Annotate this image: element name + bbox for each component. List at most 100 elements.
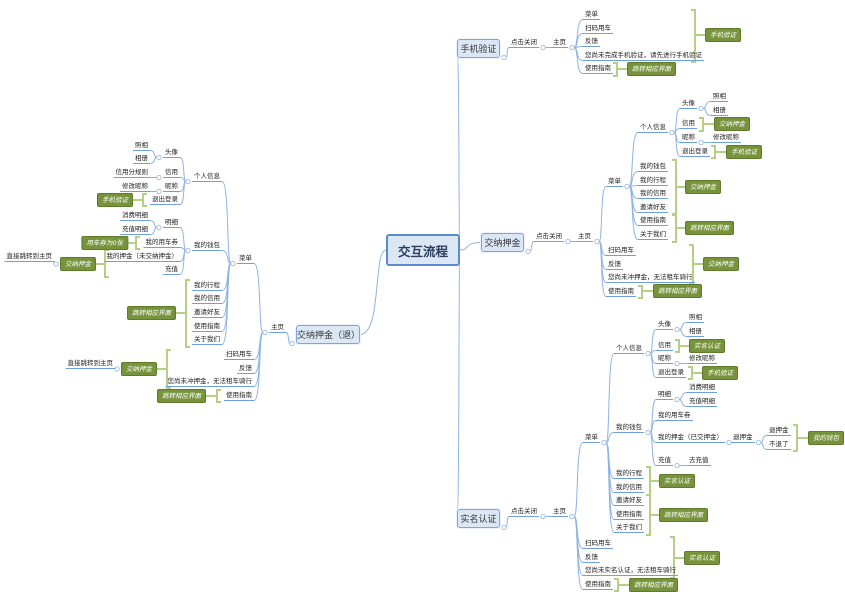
node-l-a0[interactable]: 照相 — [133, 141, 150, 151]
node-l-it4[interactable]: 使用指南 — [224, 391, 254, 401]
node-d-home[interactable]: 主页 — [576, 232, 593, 242]
node-l-m6[interactable]: 关于我们 — [192, 335, 222, 345]
node-r-close[interactable]: 点击关闭 — [509, 507, 539, 517]
node-l-m5[interactable]: 使用指南 — [192, 322, 222, 332]
tag-label[interactable]: 实名认证 — [689, 339, 725, 353]
tag-label[interactable]: 手机验证 — [726, 145, 762, 159]
node-l-dh0[interactable]: 直接跳转到主页 — [4, 252, 54, 262]
branch-deposit-refund[interactable]: 交纳押金（退） — [296, 325, 360, 344]
node-r-it0[interactable]: 菜单 — [583, 433, 600, 443]
node-r-m2[interactable]: 我的行程 — [614, 469, 644, 479]
node-l-home[interactable]: 主页 — [269, 323, 286, 333]
node-l-nick[interactable]: 修改昵称 — [120, 182, 150, 192]
tag-label[interactable]: 跳转相应界面 — [653, 284, 702, 298]
node-p-close[interactable]: 点击关闭 — [509, 38, 539, 48]
node-d-m0[interactable]: 个人信息 — [638, 123, 668, 133]
node-l-it2[interactable]: 反馈 — [237, 364, 254, 374]
node-l-m2[interactable]: 我的行程 — [192, 281, 222, 291]
node-r-m6[interactable]: 关于我们 — [614, 523, 644, 533]
tag-label[interactable]: 手机验证 — [97, 193, 133, 207]
node-r-ro0[interactable]: 退押金 — [767, 426, 791, 436]
node-l-m3[interactable]: 我的信用 — [192, 294, 222, 304]
node-d-m6[interactable]: 关于我们 — [638, 230, 668, 240]
node-l-w2[interactable]: 我的押金（未交纳押金） — [104, 252, 180, 262]
node-d-p3[interactable]: 退出登录 — [680, 147, 710, 157]
node-r-p2[interactable]: 昵称 — [656, 354, 673, 364]
node-l-w1[interactable]: 我的用车券 — [143, 238, 180, 248]
tag-label[interactable]: 交纳押金 — [703, 257, 739, 271]
node-r-it1[interactable]: 扫码用车 — [583, 539, 613, 549]
node-r-w2[interactable]: 我的押金（已交押金） — [656, 433, 725, 443]
node-r-w0[interactable]: 明细 — [656, 390, 673, 400]
node-r-m0[interactable]: 个人信息 — [614, 344, 644, 354]
node-p-it4[interactable]: 使用指南 — [583, 64, 613, 74]
tag-label[interactable]: 交纳押金 — [685, 180, 721, 194]
node-d-m4[interactable]: 邀请好友 — [638, 203, 668, 213]
tag-label[interactable]: 跳转相应界面 — [127, 306, 176, 320]
tag-label[interactable]: 用车券为0张 — [81, 236, 128, 250]
node-l-d0[interactable]: 消费明细 — [120, 211, 150, 221]
tag-label[interactable]: 跳转相应界面 — [629, 578, 678, 592]
tag-label[interactable]: 交纳押金 — [121, 362, 157, 376]
branch-realname-verify[interactable]: 实名认证 — [457, 509, 500, 528]
node-r-m3[interactable]: 我的信用 — [614, 483, 644, 493]
node-r-d1[interactable]: 充值明细 — [687, 397, 717, 407]
node-d-p2[interactable]: 昵称 — [680, 133, 697, 143]
root-node[interactable]: 交互流程 — [386, 234, 460, 266]
node-d-a0[interactable]: 照相 — [711, 92, 728, 102]
tag-label[interactable]: 交纳押金 — [60, 257, 96, 271]
tag-label[interactable]: 手机验证 — [702, 366, 738, 380]
node-l-m0[interactable]: 个人信息 — [192, 172, 222, 182]
node-r-m5[interactable]: 使用指南 — [614, 510, 644, 520]
node-d-it3[interactable]: 您尚未冲押金，无法租车骑行 — [606, 273, 695, 283]
tag-label[interactable]: 跳转相应界面 — [157, 389, 206, 403]
tag-label[interactable]: 跳转相应界面 — [627, 62, 676, 76]
node-r-p3[interactable]: 退出登录 — [656, 368, 686, 378]
tag-label[interactable]: 跳转相应界面 — [659, 508, 708, 522]
node-p-it2[interactable]: 反馈 — [583, 37, 600, 47]
node-l-p2[interactable]: 昵称 — [163, 182, 180, 192]
node-d-m1[interactable]: 我的钱包 — [638, 162, 668, 172]
node-l-dh1[interactable]: 直接跳转到主页 — [65, 359, 115, 369]
node-l-p0[interactable]: 头像 — [163, 148, 180, 158]
node-l-it0[interactable]: 菜单 — [237, 254, 254, 264]
node-l-w3[interactable]: 充值 — [163, 265, 180, 275]
node-d-p1[interactable]: 信用 — [680, 119, 697, 129]
node-r-w3[interactable]: 充值 — [656, 456, 673, 466]
tag-label[interactable]: 我的钱包 — [808, 431, 844, 445]
node-r-nick[interactable]: 修改昵称 — [687, 354, 717, 364]
node-r-d0[interactable]: 消费明细 — [687, 383, 717, 393]
node-d-it1[interactable]: 扫码用车 — [606, 246, 636, 256]
node-r-ro1[interactable]: 不退了 — [767, 440, 791, 450]
node-d-close[interactable]: 点击关闭 — [534, 232, 564, 242]
node-r-a0[interactable]: 照相 — [687, 313, 704, 323]
node-l-m4[interactable]: 邀请好友 — [192, 308, 222, 318]
node-p-it1[interactable]: 扫码用车 — [583, 24, 613, 34]
node-r-it3[interactable]: 您尚未实名认证，无法租车骑行 — [583, 566, 678, 576]
node-p-it3[interactable]: 您尚未完成手机验证，请先进行手机验证 — [583, 51, 704, 61]
node-r-p1[interactable]: 信用 — [656, 341, 673, 351]
branch-pay-deposit[interactable]: 交纳押金 — [481, 233, 524, 252]
node-p-it0[interactable]: 菜单 — [583, 10, 600, 20]
node-r-m1[interactable]: 我的钱包 — [614, 423, 644, 433]
branch-phone-verify[interactable]: 手机验证 — [457, 39, 500, 58]
tag-label[interactable]: 手机验证 — [705, 28, 741, 42]
tag-label[interactable]: 交纳押金 — [714, 117, 750, 131]
node-r-m4[interactable]: 邀请好友 — [614, 496, 644, 506]
node-d-it2[interactable]: 反馈 — [606, 260, 623, 270]
node-d-p0[interactable]: 头像 — [680, 99, 697, 109]
node-d-it4[interactable]: 使用指南 — [606, 287, 636, 297]
node-r-home[interactable]: 主页 — [551, 507, 568, 517]
node-r-a1[interactable]: 相册 — [687, 327, 704, 337]
node-l-p3[interactable]: 退出登录 — [150, 195, 180, 205]
node-l-credit[interactable]: 信用分规则 — [113, 168, 150, 178]
node-r-it4[interactable]: 使用指南 — [583, 580, 613, 590]
node-d-a1[interactable]: 相册 — [711, 106, 728, 116]
node-p-home[interactable]: 主页 — [551, 38, 568, 48]
node-r-ref[interactable]: 退押金 — [731, 433, 755, 443]
node-l-m1[interactable]: 我的钱包 — [192, 241, 222, 251]
node-r-p0[interactable]: 头像 — [656, 320, 673, 330]
tag-label[interactable]: 跳转相应界面 — [685, 221, 734, 235]
node-d-m5[interactable]: 使用指南 — [638, 216, 668, 226]
node-r-it2[interactable]: 反馈 — [583, 553, 600, 563]
